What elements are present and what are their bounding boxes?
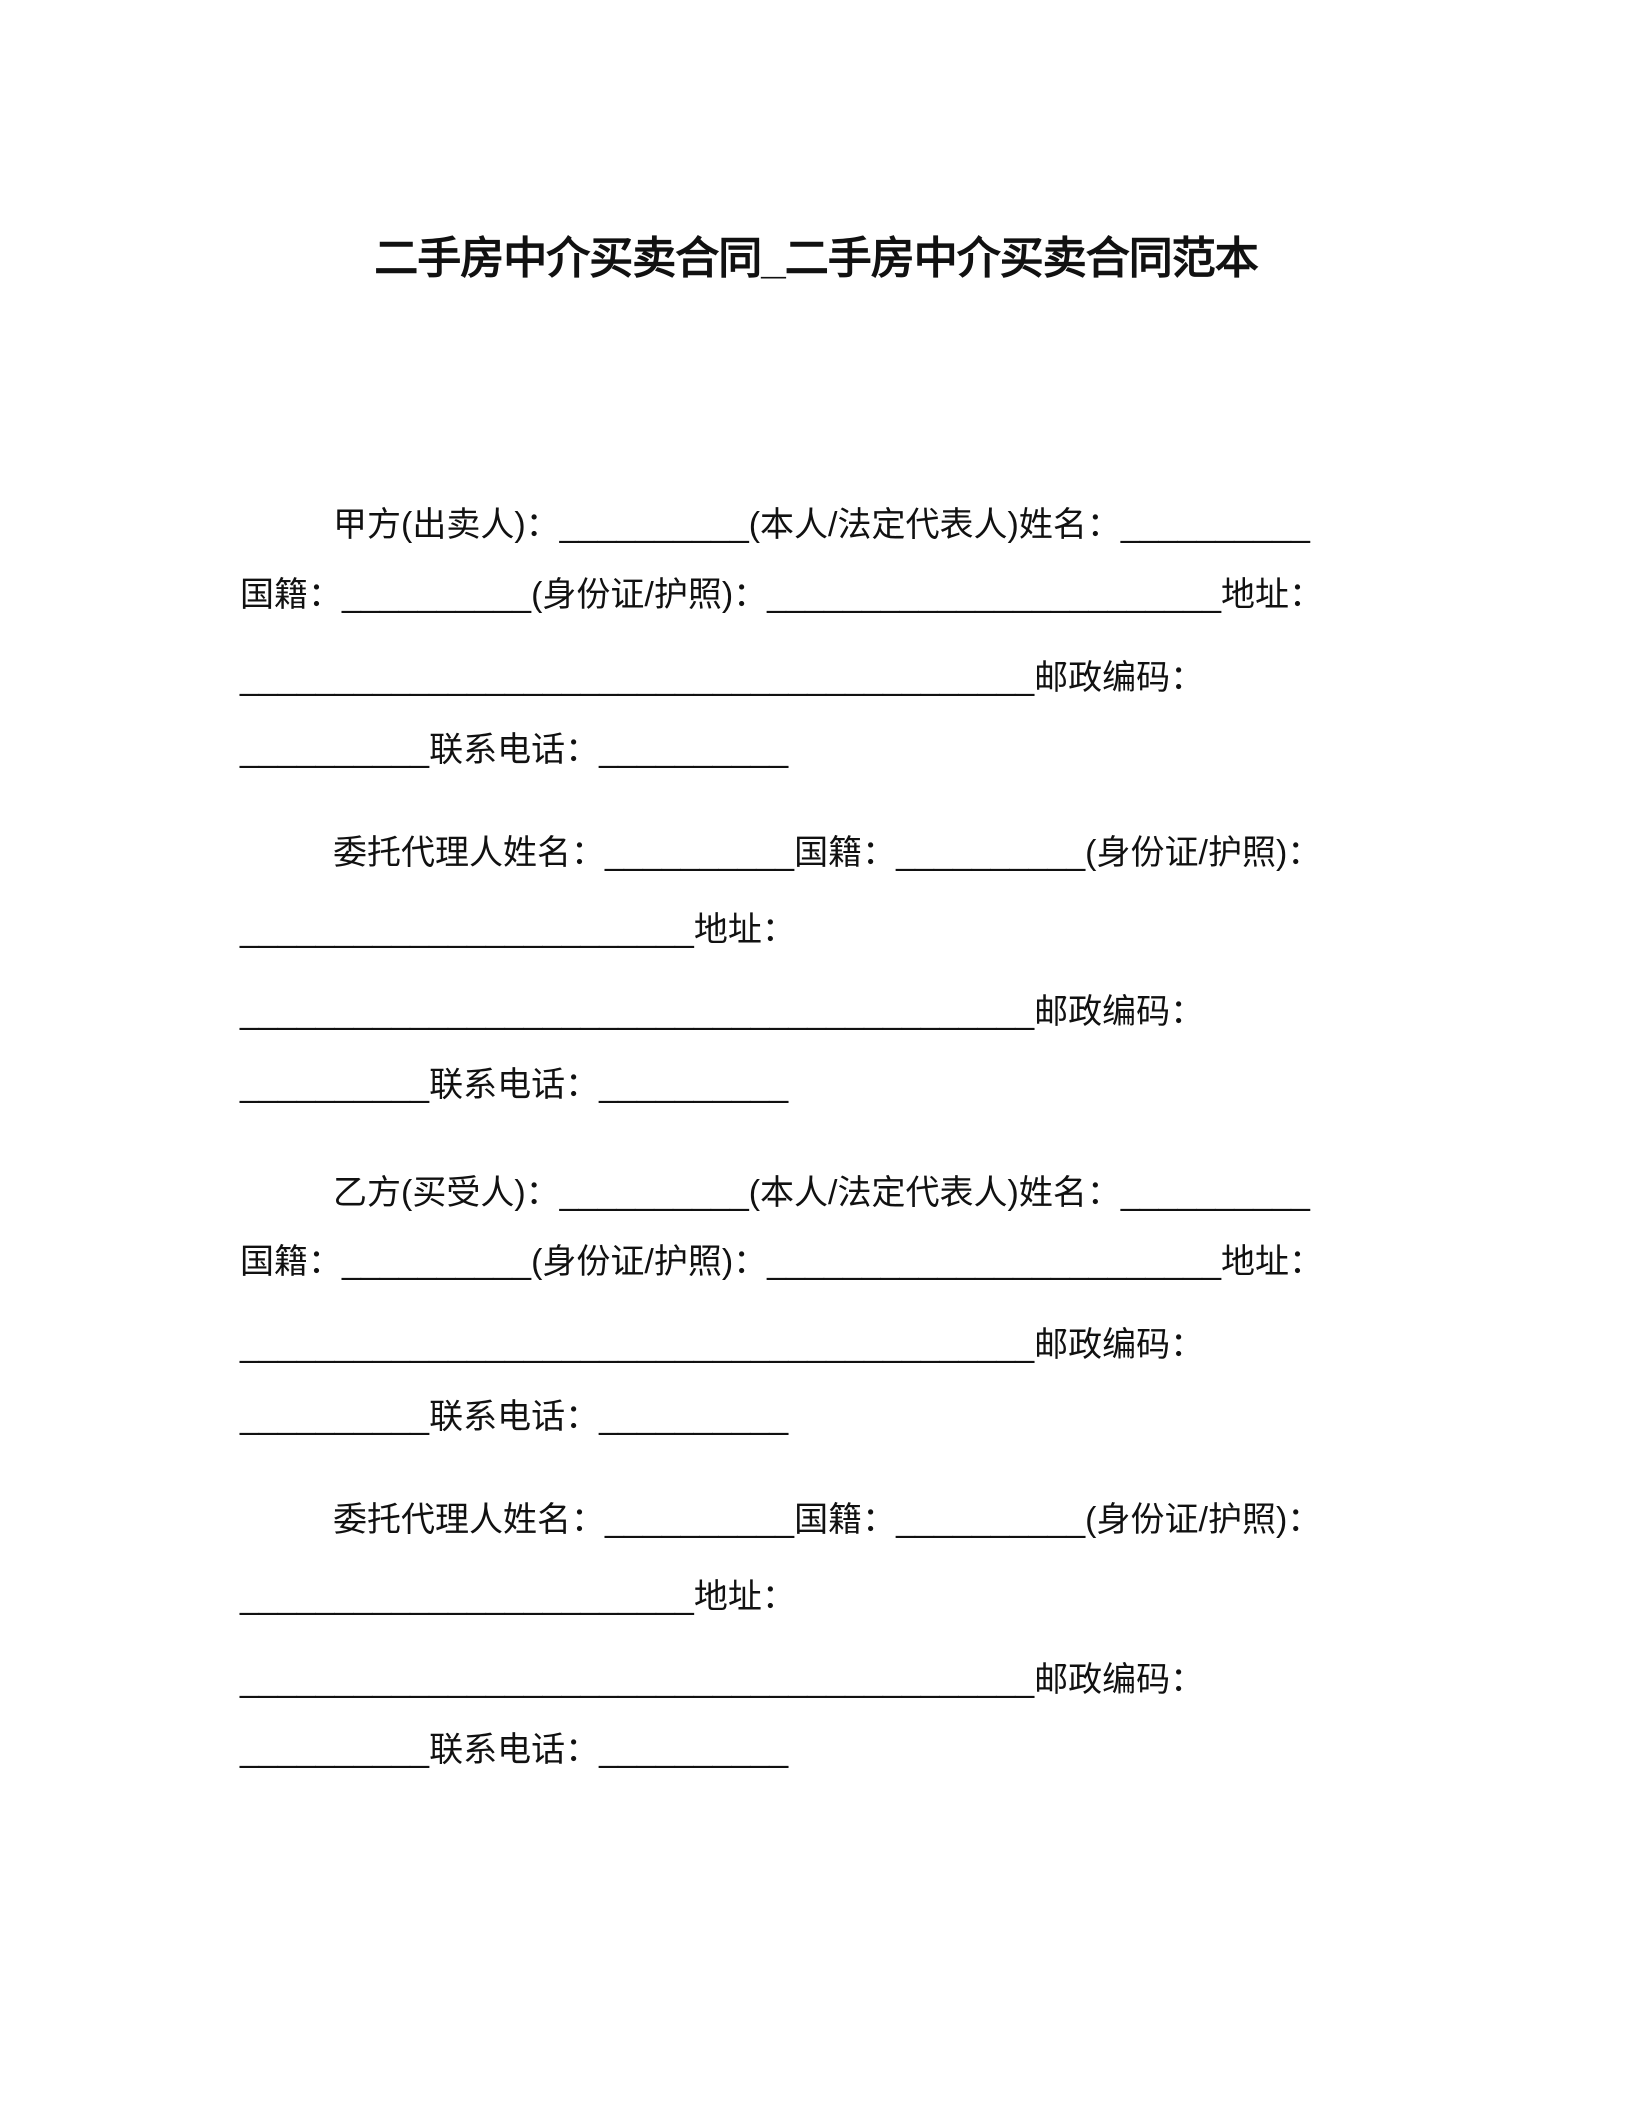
- buyer-line: __________联系电话：__________: [240, 1398, 789, 1436]
- seller-agent-line: __________联系电话：__________: [240, 1066, 789, 1104]
- buyer-agent-line: ________________________________________…: [240, 1661, 1205, 1699]
- seller-line: 国籍：__________(身份证/护照)：__________________…: [240, 576, 1324, 614]
- seller-agent-line: ________________________地址：: [240, 911, 796, 949]
- buyer-line: 国籍：__________(身份证/护照)：__________________…: [240, 1243, 1324, 1281]
- seller-agent-line: 委托代理人姓名：__________国籍：__________(身份证/护照)：: [333, 834, 1322, 872]
- seller-line: ________________________________________…: [240, 659, 1205, 697]
- seller-agent-line: ________________________________________…: [240, 993, 1205, 1031]
- buyer-agent-line: __________联系电话：__________: [240, 1731, 789, 1769]
- buyer-line: ________________________________________…: [240, 1326, 1205, 1364]
- buyer-agent-line: 委托代理人姓名：__________国籍：__________(身份证/护照)：: [333, 1501, 1322, 1539]
- seller-line: __________联系电话：__________: [240, 731, 789, 769]
- buyer-agent-line: ________________________地址：: [240, 1578, 796, 1616]
- buyer-line: 乙方(买受人)：__________(本人/法定代表人)姓名：_________…: [333, 1174, 1310, 1212]
- document-title: 二手房中介买卖合同_二手房中介买卖合同范本: [374, 234, 1258, 283]
- seller-line: 甲方(出卖人)：__________(本人/法定代表人)姓名：_________…: [333, 506, 1310, 544]
